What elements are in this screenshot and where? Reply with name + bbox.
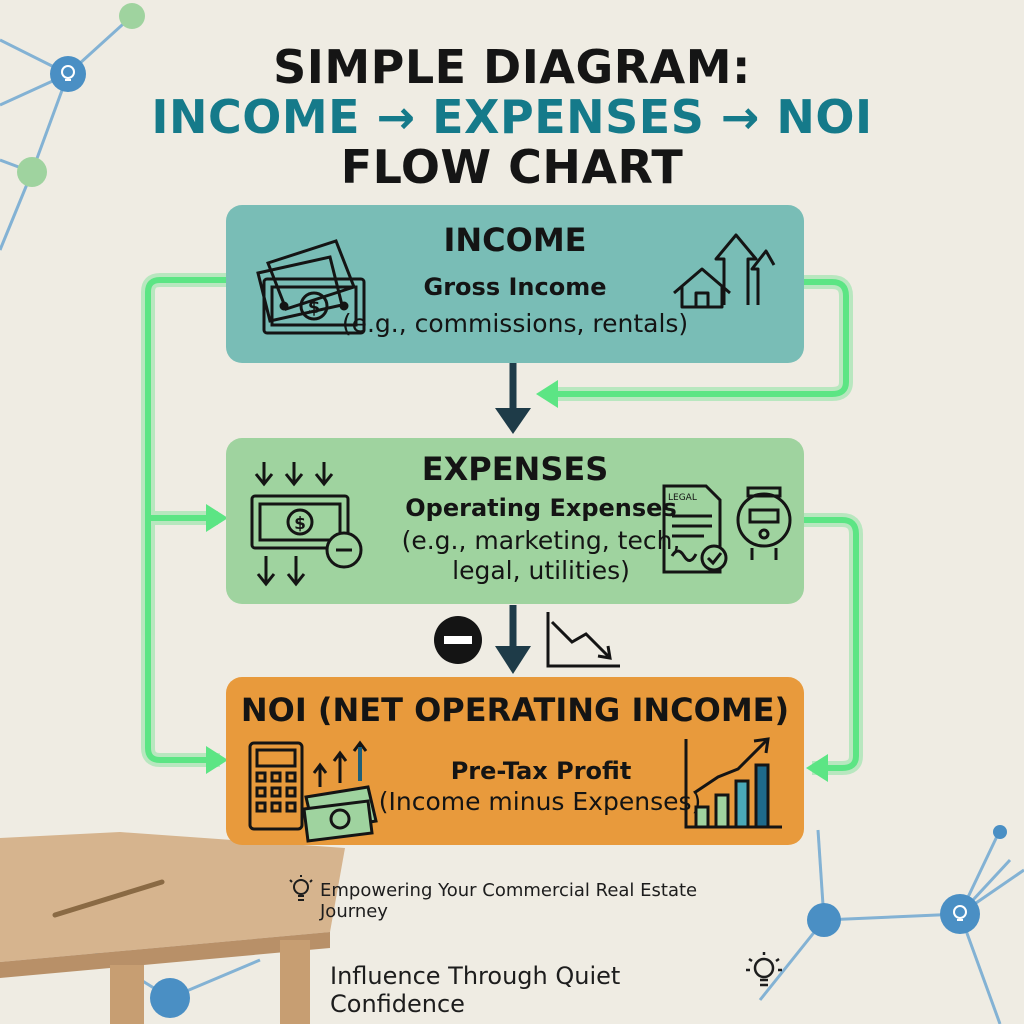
footer-motto: Influence Through Quiet Confidence [330, 962, 621, 1018]
expenses-description-line-1: (e.g., marketing, tech, [401, 526, 681, 555]
title-line-3: FLOW CHART [340, 140, 684, 194]
lightbulb-icon [289, 875, 313, 901]
noi-title: NOI (NET OPERATING INCOME) [240, 691, 790, 729]
income-description: (e.g., commissions, rentals) [341, 309, 689, 338]
calculator-icon [248, 741, 304, 831]
expenses-subtitle: Operating Expenses [405, 494, 677, 522]
house-up-arrow-icon [673, 233, 776, 309]
noi-subtitle: Pre-Tax Profit [450, 757, 632, 785]
downward-trend-icon [546, 612, 620, 668]
expenses-box: EXPENSES Operating Expenses (e.g., marke… [226, 438, 804, 604]
income-title: INCOME [443, 221, 587, 259]
svg-text:$: $ [308, 297, 321, 318]
money-minus-icon: $ [250, 462, 363, 587]
footer-tagline: Empowering Your Commercial Real Estate J… [320, 880, 698, 922]
income-box: INCOME Gross Income (e.g., commissions, … [226, 205, 804, 363]
title-line-1: SIMPLE DIAGRAM: [273, 40, 751, 94]
title-line-2: INCOME → EXPENSES → NOI [151, 90, 873, 144]
legal-label: LEGAL [668, 493, 697, 503]
money-stack-icon: $ [256, 239, 366, 335]
money-growth-icon [302, 740, 378, 843]
noi-box: NOI (NET OPERATING INCOME) Pre-Tax Profi… [226, 677, 804, 845]
minus-circle-icon [434, 616, 482, 664]
legal-document-icon: LEGAL [662, 484, 792, 574]
lightbulb-icon [746, 952, 782, 987]
noi-description: (Income minus Expenses) [378, 787, 702, 816]
income-subtitle: Gross Income [423, 273, 607, 301]
expenses-title: EXPENSES [421, 450, 609, 488]
expenses-description-line-2: legal, utilities) [452, 556, 630, 585]
bar-chart-growth-icon [684, 737, 782, 829]
svg-text:$: $ [294, 514, 306, 534]
